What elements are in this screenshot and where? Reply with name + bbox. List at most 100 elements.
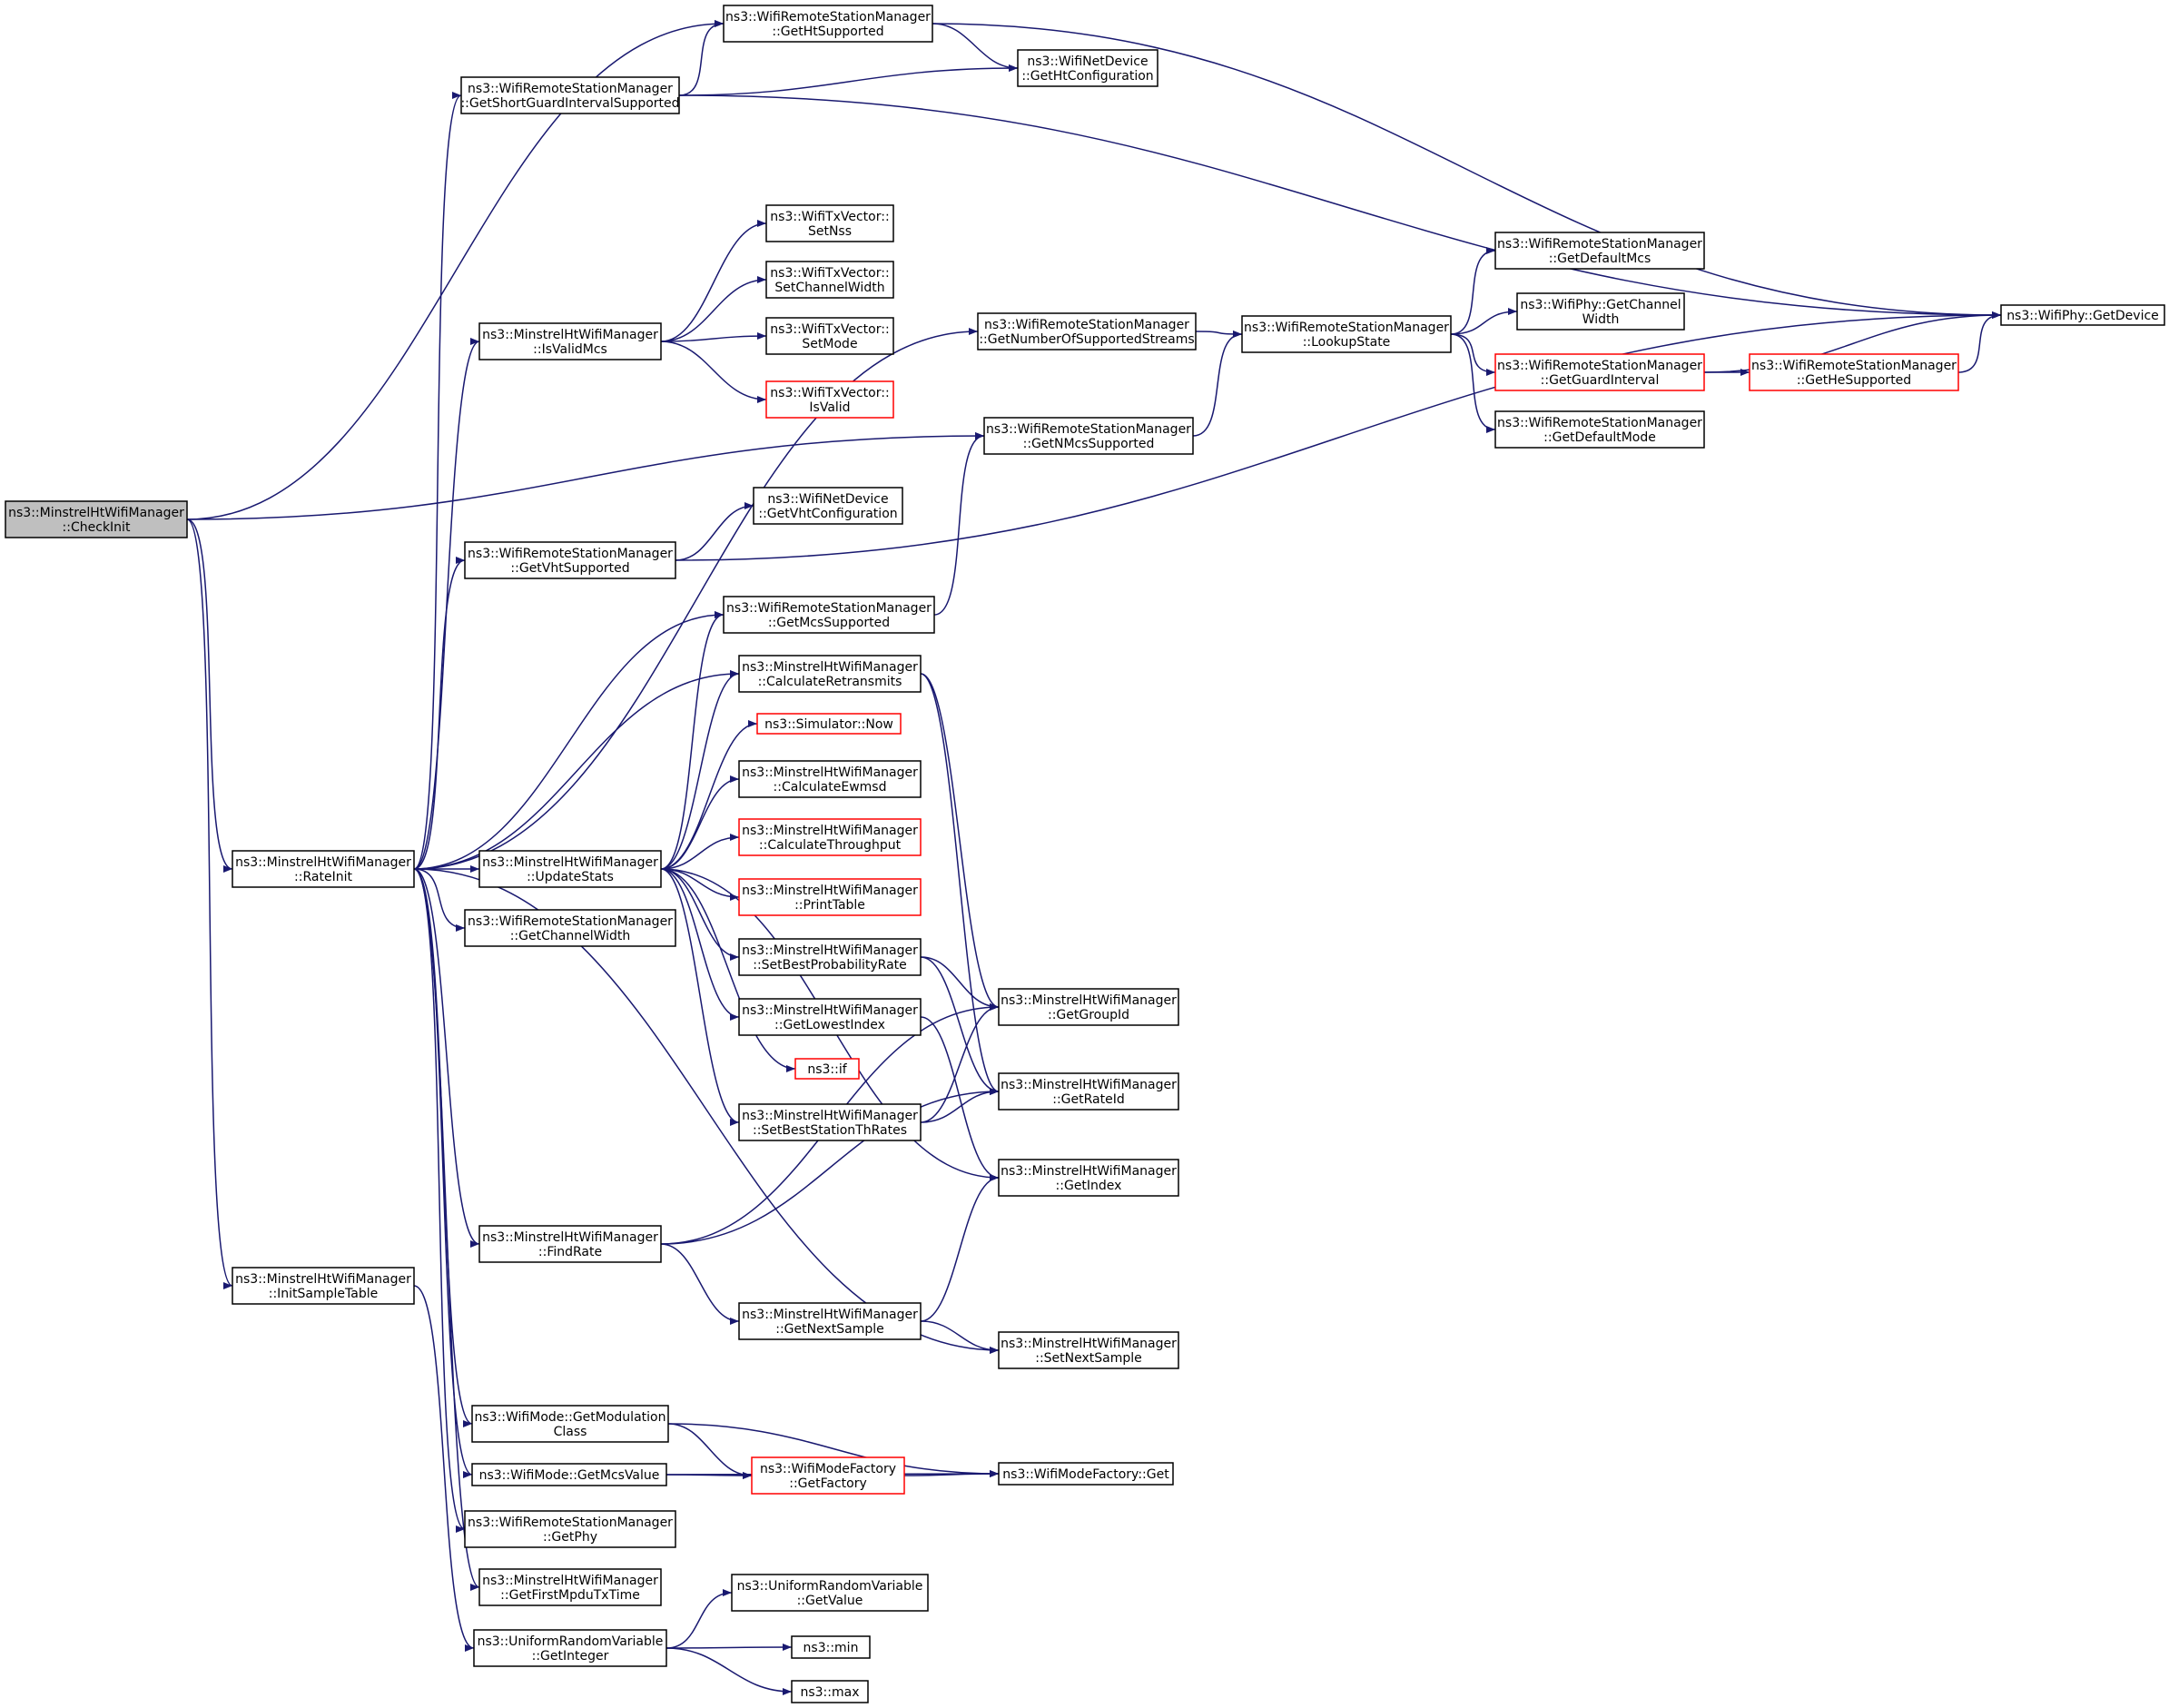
node-print-table[interactable]: ns3::MinstrelHtWifiManager::PrintTable [738, 878, 922, 916]
node-calculate-throughput[interactable]: ns3::MinstrelHtWifiManager::CalculateThr… [738, 818, 922, 856]
node-get-default-mode[interactable]: ns3::WifiRemoteStationManager::GetDefaul… [1494, 410, 1705, 449]
node-box [464, 909, 676, 947]
node-get-ht-supported[interactable]: ns3::WifiRemoteStationManager::GetHtSupp… [723, 5, 933, 43]
node-label: ns3::MinstrelHtWifiManager [1001, 1164, 1177, 1179]
edge-get-he-supported-to-get-device [1957, 311, 2002, 373]
node-box [998, 988, 1179, 1026]
node-get-first-mpdu-tx-time[interactable]: ns3::MinstrelHtWifiManager::GetFirstMpdu… [478, 1568, 662, 1606]
node-label: ::LookupState [1303, 335, 1391, 350]
edge-rate-init-to-get-mcs-supported [413, 611, 725, 870]
node-simulator-now[interactable]: ns3::Simulator::Now [756, 713, 902, 735]
edge-rate-init-to-get-channel-width [413, 868, 466, 932]
node-ns-min[interactable]: ns3::min [791, 1635, 871, 1659]
edge-get-integer-to-get-value [665, 1589, 733, 1649]
node-get-lowest-index[interactable]: ns3::MinstrelHtWifiManager::GetLowestInd… [738, 998, 922, 1036]
node-find-rate[interactable]: ns3::MinstrelHtWifiManager::FindRate [478, 1225, 662, 1263]
node-label: SetMode [802, 337, 857, 351]
node-box [738, 878, 922, 916]
node-get-guard-interval[interactable]: ns3::WifiRemoteStationManager::GetGuardI… [1494, 353, 1705, 391]
node-box [1516, 292, 1685, 331]
node-get-vht-supported[interactable]: ns3::WifiRemoteStationManager::GetVhtSup… [464, 541, 676, 579]
node-label: ::GetRateId [1052, 1092, 1125, 1107]
node-get-group-id[interactable]: ns3::MinstrelHtWifiManager::GetGroupId [998, 988, 1179, 1026]
node-box [738, 655, 922, 693]
node-get-nmcs-supported[interactable]: ns3::WifiRemoteStationManager::GetNMcsSu… [983, 417, 1194, 455]
edge-update-stats-to-calculate-retransmits [660, 670, 740, 870]
node-label: ::GetHtSupported [772, 25, 883, 39]
node-ns-if[interactable]: ns3::if [794, 1058, 860, 1080]
node-update-stats[interactable]: ns3::MinstrelHtWifiManager::UpdateStats [478, 850, 662, 888]
node-get-channel-width-phy[interactable]: ns3::WifiPhy::GetChannelWidth [1516, 292, 1685, 331]
node-label: ns3::WifiNetDevice [1027, 54, 1148, 69]
node-init-sample-table[interactable]: ns3::MinstrelHtWifiManager::InitSampleTa… [232, 1267, 415, 1305]
node-calculate-retransmits[interactable]: ns3::MinstrelHtWifiManager::CalculateRet… [738, 655, 922, 693]
node-is-valid-mcs[interactable]: ns3::MinstrelHtWifiManager::IsValidMcs [478, 322, 662, 360]
node-calculate-ewmsd[interactable]: ns3::MinstrelHtWifiManager::CalculateEwm… [738, 760, 922, 798]
node-label: ::SetNextSample [1035, 1351, 1142, 1366]
node-rate-init[interactable]: ns3::MinstrelHtWifiManager::RateInit [232, 850, 415, 888]
node-get-rate-id[interactable]: ns3::MinstrelHtWifiManager::GetRateId [998, 1072, 1179, 1111]
node-set-mode[interactable]: ns3::WifiTxVector::SetMode [765, 317, 894, 355]
node-check-init[interactable]: ns3::MinstrelHtWifiManager::CheckInit [5, 500, 188, 538]
edge-set-best-probability-rate-to-get-group-id [920, 956, 1000, 1011]
node-get-index[interactable]: ns3::MinstrelHtWifiManager::GetIndex [998, 1159, 1179, 1197]
node-label: ::RateInit [294, 870, 352, 884]
node-set-best-station-th-rates[interactable]: ns3::MinstrelHtWifiManager::SetBestStati… [738, 1103, 922, 1141]
node-get-number-of-supported-streams[interactable]: ns3::WifiRemoteStationManager::GetNumber… [977, 312, 1197, 350]
node-label: ::UpdateStats [527, 870, 614, 884]
node-get-short-gi[interactable]: ns3::WifiRemoteStationManager::GetShortG… [460, 76, 680, 114]
node-get-default-mcs[interactable]: ns3::WifiRemoteStationManager::GetDefaul… [1494, 232, 1705, 270]
node-box [723, 5, 933, 43]
node-label: IsValid [809, 400, 850, 415]
node-box [5, 500, 188, 538]
node-label: ns3::WifiRemoteStationManager [1497, 237, 1702, 252]
node-label: ns3::WifiRemoteStationManager [986, 422, 1191, 437]
node-box [1494, 410, 1705, 449]
edge-get-integer-to-ns-min [665, 1644, 793, 1652]
node-ns-max[interactable]: ns3::max [791, 1680, 869, 1703]
node-set-next-sample[interactable]: ns3::MinstrelHtWifiManager::SetNextSampl… [998, 1331, 1179, 1369]
edge-get-ht-supported-to-get-device [932, 23, 2002, 319]
edge-get-integer-to-ns-max [665, 1647, 793, 1695]
node-set-channel-width[interactable]: ns3::WifiTxVector::SetChannelWidth [765, 261, 894, 299]
node-label: ::CalculateEwmsd [774, 780, 887, 795]
node-get-factory[interactable]: ns3::WifiModeFactory::GetFactory [751, 1456, 905, 1495]
node-get-channel-width[interactable]: ns3::WifiRemoteStationManager::GetChanne… [464, 909, 676, 947]
node-get-mcs-value[interactable]: ns3::WifiMode::GetMcsValue [471, 1463, 667, 1486]
node-box [464, 1510, 676, 1548]
node-get-he-supported[interactable]: ns3::WifiRemoteStationManager::GetHeSupp… [1749, 353, 1959, 391]
node-get-mcs-supported[interactable]: ns3::WifiRemoteStationManager::GetMcsSup… [723, 596, 935, 634]
node-wifi-mode-factory-get[interactable]: ns3::WifiModeFactory::Get [998, 1462, 1174, 1486]
node-box [998, 1072, 1179, 1111]
node-get-ht-configuration[interactable]: ns3::WifiNetDevice::GetHtConfiguration [1017, 49, 1158, 87]
node-get-device[interactable]: ns3::WifiPhy::GetDevice [2000, 304, 2165, 326]
node-label: ns3::MinstrelHtWifiManager [1001, 993, 1177, 1008]
node-box [765, 317, 894, 355]
node-box [471, 1463, 667, 1486]
node-get-next-sample[interactable]: ns3::MinstrelHtWifiManager::GetNextSampl… [738, 1302, 922, 1340]
edge-get-vht-supported-to-get-device [675, 311, 2002, 561]
edge-check-init-to-get-ht-supported [186, 20, 725, 520]
node-set-best-probability-rate[interactable]: ns3::MinstrelHtWifiManager::SetBestProba… [738, 938, 922, 976]
node-get-value[interactable]: ns3::UniformRandomVariable::GetValue [731, 1574, 929, 1612]
nodes: ns3::MinstrelHtWifiManager::CheckInitns3… [5, 5, 2165, 1703]
node-label: ::GetInteger [532, 1649, 609, 1664]
node-label: ::GetValue [797, 1594, 863, 1608]
node-is-valid[interactable]: ns3::WifiTxVector::IsValid [765, 380, 894, 419]
node-get-phy[interactable]: ns3::WifiRemoteStationManager::GetPhy [464, 1510, 676, 1548]
node-lookup-state[interactable]: ns3::WifiRemoteStationManager::LookupSta… [1241, 315, 1452, 353]
node-set-nss[interactable]: ns3::WifiTxVector::SetNss [765, 204, 894, 242]
node-label: ::SetBestProbabilityRate [753, 958, 907, 972]
node-label: ns3::max [800, 1685, 859, 1700]
edge-update-stats-to-set-best-probability-rate [660, 868, 740, 961]
node-label: ::SetBestStationThRates [753, 1123, 907, 1138]
edge-get-short-gi-to-get-device [678, 94, 2002, 319]
node-get-integer[interactable]: ns3::UniformRandomVariable::GetInteger [473, 1629, 667, 1667]
node-label: ns3::WifiTxVector:: [770, 322, 889, 337]
node-label: ::FindRate [538, 1245, 602, 1259]
node-label: ns3::WifiRemoteStationManager [468, 1515, 673, 1530]
node-label: ns3::WifiRemoteStationManager [725, 10, 931, 25]
edge-get-next-sample-to-get-index [920, 1174, 1000, 1322]
node-get-vht-configuration[interactable]: ns3::WifiNetDevice::GetVhtConfiguration [753, 487, 903, 525]
